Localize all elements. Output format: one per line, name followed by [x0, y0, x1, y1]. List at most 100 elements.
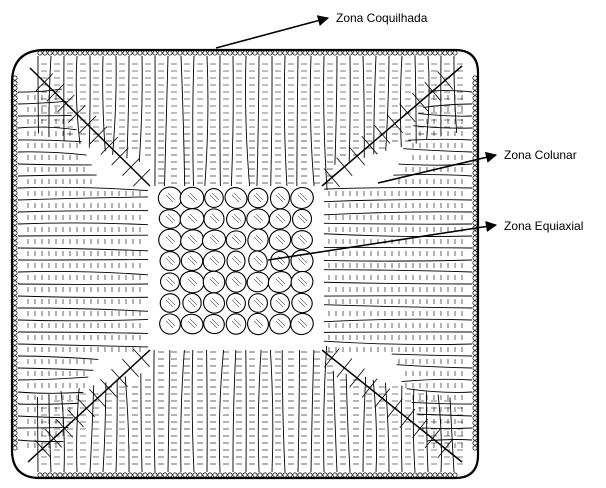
chill-crystal [38, 51, 42, 55]
chill-crystal [243, 473, 247, 477]
chill-crystal [343, 473, 347, 477]
branch [133, 178, 141, 187]
columnar-grain [205, 56, 208, 190]
chill-crystal [213, 473, 217, 477]
chill-crystal [208, 473, 212, 477]
chill-crystal [323, 51, 327, 55]
chill-crystal [238, 51, 242, 55]
chill-crystal [423, 51, 427, 55]
chill-crystal [473, 276, 477, 280]
chill-crystal [253, 473, 257, 477]
chill-crystal [278, 473, 282, 477]
chill-crystal [13, 376, 17, 380]
chill-crystal [263, 473, 267, 477]
columnar-grain [18, 152, 87, 155]
chill-crystal [433, 51, 437, 55]
chill-crystal [198, 473, 202, 477]
chill-crystal [13, 406, 17, 410]
branch [337, 368, 344, 377]
chill-crystal [473, 296, 477, 300]
chill-crystal [473, 366, 477, 370]
columnar-grain [324, 305, 472, 308]
branch [130, 368, 138, 377]
chill-crystal [163, 473, 167, 477]
branch [387, 408, 394, 417]
chill-crystal [473, 446, 477, 450]
chill-crystal [98, 51, 102, 55]
chill-crystal [63, 51, 67, 55]
chill-crystal [13, 331, 17, 335]
branch [100, 379, 108, 388]
chill-crystal [13, 346, 17, 350]
chill-crystal [68, 473, 72, 477]
chill-crystal [103, 51, 107, 55]
chill-crystal [288, 473, 292, 477]
chill-crystal [393, 51, 397, 55]
chill-crystal [68, 51, 72, 55]
chill-crystal [93, 473, 97, 477]
columnar-grain [113, 56, 117, 155]
chill-crystal [358, 473, 362, 477]
columnar-grain [127, 56, 129, 158]
chill-crystal [43, 473, 47, 477]
chill-crystal [393, 473, 397, 477]
chill-crystal [348, 473, 352, 477]
branch [55, 84, 63, 93]
chill-crystal [473, 201, 477, 205]
branch [98, 398, 106, 407]
chill-crystal [233, 51, 237, 55]
columnar-grain [207, 346, 208, 472]
chill-crystal [318, 473, 322, 477]
chill-crystal [328, 473, 332, 477]
chill-crystal [473, 151, 477, 155]
chill-crystal [13, 126, 17, 130]
chill-crystal [473, 416, 477, 420]
chill-crystal [143, 473, 147, 477]
columnar-grain [181, 346, 185, 472]
chill-crystal [13, 106, 17, 110]
chill-crystal [353, 473, 357, 477]
branch [350, 378, 357, 387]
chill-crystal [388, 473, 392, 477]
chill-crystal [208, 51, 212, 55]
chill-crystal [473, 331, 477, 335]
columnar-grain [164, 56, 168, 190]
chill-crystal [13, 416, 17, 420]
chill-crystal [473, 376, 477, 380]
chill-crystal [13, 291, 17, 295]
chill-crystal [13, 146, 17, 150]
columnar-grain [271, 56, 272, 190]
chill-crystal [473, 161, 477, 165]
chill-crystal [193, 51, 197, 55]
chill-crystal [333, 473, 337, 477]
chill-crystal [473, 386, 477, 390]
chill-crystal [238, 473, 242, 477]
chill-crystal [473, 426, 477, 430]
columnar-grain [154, 346, 155, 472]
chill-crystal [13, 391, 17, 395]
chill-crystal [473, 316, 477, 320]
diagonal-boundary [28, 350, 150, 462]
branch [141, 358, 149, 367]
chill-crystal [473, 341, 477, 345]
chill-crystal [433, 473, 437, 477]
columnar-grain [18, 115, 72, 116]
columnar-grain [333, 371, 337, 472]
chill-crystal [13, 201, 17, 205]
chill-crystal [338, 473, 342, 477]
chill-crystal [413, 473, 417, 477]
columnar-grain [18, 140, 82, 142]
columnar-grain [193, 56, 194, 190]
chill-crystal [128, 51, 132, 55]
chill-crystal [328, 51, 332, 55]
chill-crystal [228, 51, 232, 55]
chill-crystal [473, 126, 477, 130]
chill-crystal [13, 111, 17, 115]
chill-crystal [178, 51, 182, 55]
chill-crystal [13, 351, 17, 355]
columnar-grain [125, 376, 129, 472]
chill-crystal [443, 473, 447, 477]
chill-crystal [48, 473, 52, 477]
chill-zone-arrow [216, 18, 328, 48]
chill-crystal [13, 166, 17, 170]
